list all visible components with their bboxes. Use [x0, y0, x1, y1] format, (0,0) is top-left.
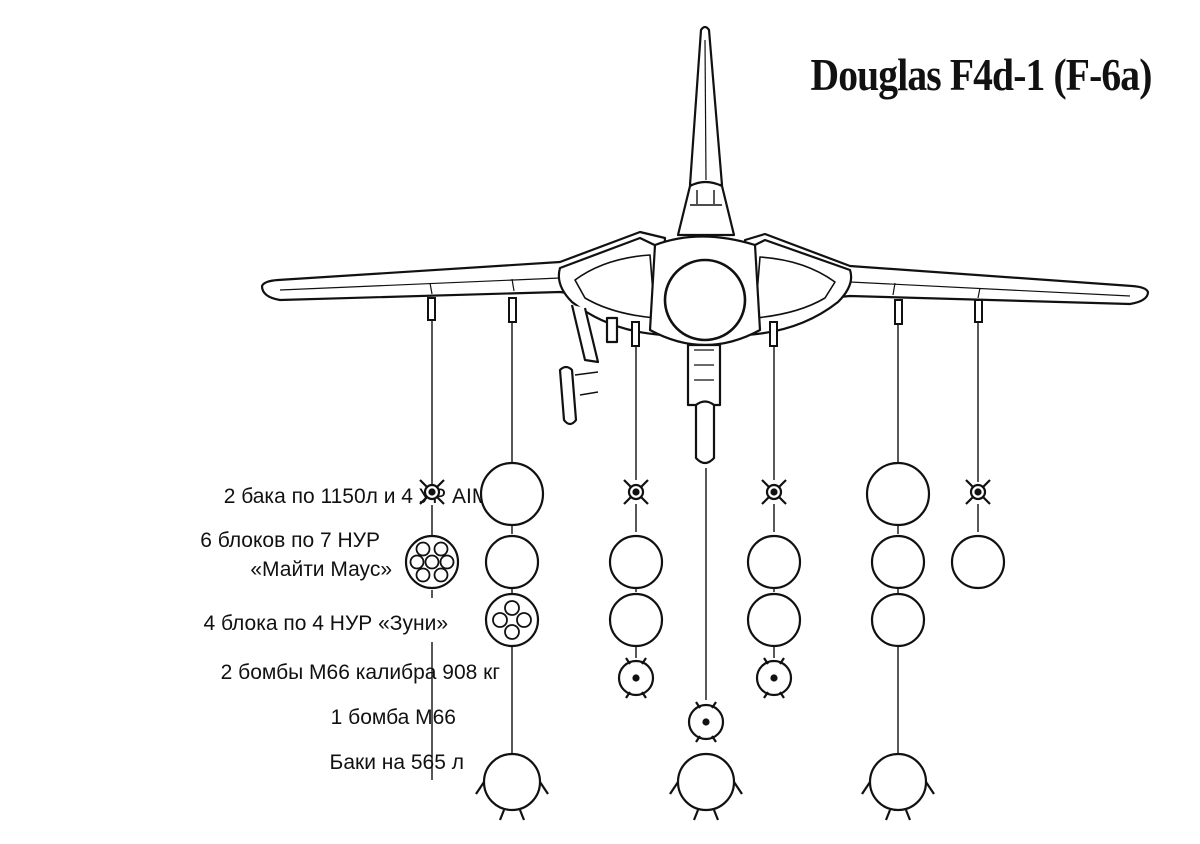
- bomb-store: [617, 657, 655, 699]
- pod7-store: [404, 534, 460, 590]
- pod7-store: [746, 534, 802, 590]
- diagram-title: Douglas F4d-1 (F-6a): [810, 49, 1153, 100]
- pod7-store: [950, 534, 1006, 590]
- bomb-store: [755, 657, 793, 699]
- right-intake: [743, 238, 853, 337]
- tank565-store: [669, 752, 743, 821]
- nose-gear: [694, 400, 716, 465]
- aim9-store: [419, 479, 445, 505]
- bomb-store: [687, 701, 725, 743]
- pod7-store: [870, 534, 926, 590]
- aim9-store: [761, 479, 787, 505]
- pod4-store: [746, 592, 802, 648]
- pod4-store: [608, 592, 664, 648]
- label-loadout-zuni: 4 блока по 4 НУР «Зуни»: [203, 612, 448, 635]
- station-lines: [431, 320, 979, 780]
- left-main-gear: [570, 304, 600, 364]
- nose-radome: [663, 258, 747, 342]
- pod7-store: [484, 534, 540, 590]
- pod4-store: [484, 592, 540, 648]
- pod7-store: [608, 534, 664, 590]
- label-loadout-mighty-mouse-line2: «Майти Маус»: [250, 558, 392, 581]
- label-loadout-two-bombs: 2 бомбы М66 калибра 908 кг: [220, 661, 500, 684]
- label-loadout-mighty-mouse-line1: 6 блоков по 7 НУР: [200, 529, 380, 552]
- stores: [404, 461, 1006, 821]
- label-loadout-one-bomb: 1 бомба М66: [330, 706, 456, 729]
- tank1150-store: [865, 461, 931, 527]
- tank565-store: [861, 752, 935, 821]
- pylons: [427, 297, 983, 347]
- tank565-store: [475, 752, 549, 821]
- tank1150-store: [479, 461, 545, 527]
- canopy: [676, 180, 736, 237]
- label-loadout-tanks-565: Баки на 565 л: [329, 751, 464, 774]
- pod4-store: [870, 592, 926, 648]
- aim9-store: [965, 479, 991, 505]
- aim9-store: [623, 479, 649, 505]
